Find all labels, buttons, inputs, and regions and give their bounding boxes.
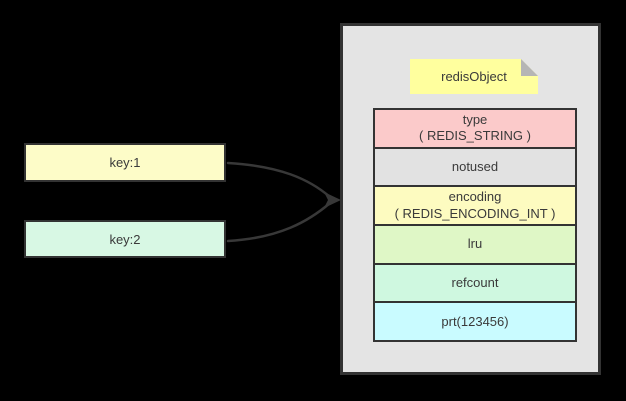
field-row-type: type ( REDIS_STRING ) bbox=[375, 110, 575, 149]
field-row-prt: prt(123456) bbox=[375, 303, 575, 341]
arrowhead-icon bbox=[324, 192, 341, 208]
arrow-key1-to-object bbox=[226, 161, 332, 199]
key1-node: key:1 bbox=[24, 143, 226, 182]
field-lru-label: lru bbox=[467, 236, 483, 252]
field-row-refcount: refcount bbox=[375, 264, 575, 304]
key2-label: key:2 bbox=[109, 231, 141, 247]
field-prt-label: prt(123456) bbox=[441, 313, 509, 329]
redis-object-struct-table: type ( REDIS_STRING ) notused encoding (… bbox=[373, 108, 577, 342]
field-row-notused: notused bbox=[375, 148, 575, 188]
key2-node: key:2 bbox=[24, 220, 226, 258]
arrow-key2-to-object bbox=[226, 201, 332, 243]
key1-label: key:1 bbox=[109, 155, 141, 170]
redis-object-note-label: redisObject bbox=[441, 69, 507, 84]
field-row-encoding: encoding ( REDIS_ENCODING_INT ) bbox=[375, 187, 575, 227]
redis-object-note: redisObject bbox=[410, 59, 538, 94]
redis-object-panel: redisObject type ( REDIS_STRING ) notuse… bbox=[340, 23, 601, 375]
field-notused-label: notused bbox=[451, 158, 499, 174]
note-fold-icon bbox=[521, 59, 538, 76]
field-row-lru: lru bbox=[375, 226, 575, 265]
field-type-sublabel: ( REDIS_STRING ) bbox=[419, 128, 531, 144]
field-encoding-label: encoding bbox=[448, 189, 502, 205]
field-encoding-sublabel: ( REDIS_ENCODING_INT ) bbox=[394, 205, 556, 221]
field-refcount-label: refcount bbox=[451, 274, 499, 290]
field-type-label: type bbox=[462, 112, 488, 128]
